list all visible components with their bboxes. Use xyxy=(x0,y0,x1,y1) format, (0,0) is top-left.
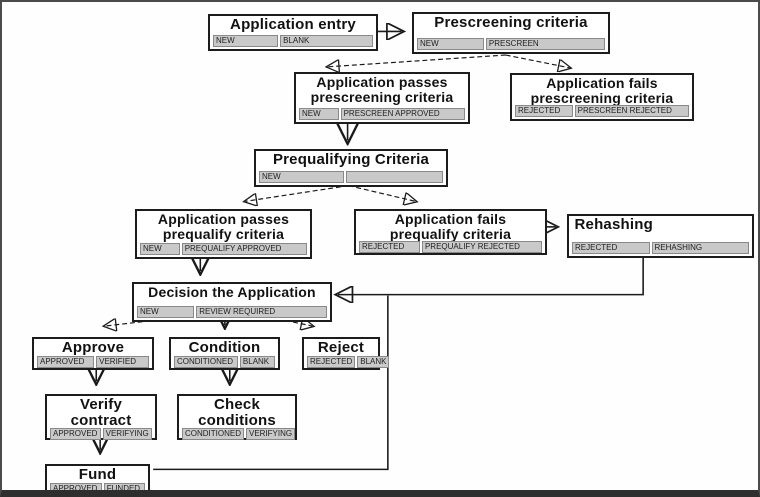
edge-decision-to-reject xyxy=(269,316,312,326)
node-passes-prescreening: Application passes prescreening criteria… xyxy=(294,72,470,124)
node-title: Fund xyxy=(78,466,117,483)
status-cell: REJECTED xyxy=(307,355,356,368)
status-cell: VERIFYING xyxy=(246,428,296,441)
status-cell: NEW xyxy=(213,35,279,47)
edge-prescreening-to-passes xyxy=(328,54,506,67)
node-title: Application fails prescreening criteria xyxy=(530,75,674,106)
node-title: Check conditions xyxy=(198,396,276,429)
status-row: NEW REVIEW REQUIRED xyxy=(137,306,327,318)
edge-fund-feedback-to-decision xyxy=(153,295,389,471)
status-row: NEW PRESCREEN APPROVED xyxy=(299,108,465,120)
node-title: Application passes prequalify criteria xyxy=(157,211,290,242)
status-cell: NEW xyxy=(137,306,195,318)
status-cell: PRESCREEN REJECTED xyxy=(574,105,689,118)
status-cell: CONDITIONED xyxy=(174,355,238,368)
status-row: APPROVED FUNDED xyxy=(50,482,145,490)
status-cell xyxy=(346,171,443,183)
node-verify-contract: Verify contract APPROVED VERIFYING xyxy=(45,394,157,441)
status-cell: REVIEW REQUIRED xyxy=(196,306,327,318)
node-check-conditions: Check conditions CONDITIONED VERIFYING xyxy=(177,394,297,441)
status-cell: PRESCREEN APPROVED xyxy=(340,108,465,120)
node-title: Decision the Application xyxy=(148,284,316,300)
status-cell: NEW xyxy=(140,243,180,255)
status-cell: VERIFYING xyxy=(102,428,152,441)
status-row: NEW BLANK xyxy=(213,35,373,47)
status-cell: APPROVED xyxy=(50,482,102,490)
node-fails-prequalify: Application fails prequalify criteria RE… xyxy=(354,209,547,255)
status-cell: PREQUALIFY REJECTED xyxy=(421,241,542,254)
status-row: REJECTED PRESCREEN REJECTED xyxy=(515,105,689,118)
status-cell: APPROVED xyxy=(50,428,101,441)
node-title: Application entry xyxy=(230,16,356,33)
node-rehashing: Rehashing REJECTED REHASHING xyxy=(567,214,754,258)
status-row: CONDITIONED VERIFYING xyxy=(182,428,296,441)
status-cell: NEW xyxy=(417,38,484,50)
status-row: APPROVED VERIFYING xyxy=(50,428,152,441)
status-cell: REHASHING xyxy=(651,242,749,254)
node-prescreening-criteria: Prescreening criteria NEW PRESCREEN xyxy=(412,12,610,54)
node-title: Rehashing xyxy=(574,216,653,233)
status-row: REJECTED BLANK xyxy=(307,355,390,368)
node-fund: Fund APPROVED FUNDED xyxy=(45,464,150,490)
edge-prescreening-to-fails xyxy=(505,54,570,68)
status-row: REJECTED PREQUALIFY REJECTED xyxy=(359,241,542,254)
status-cell: NEW xyxy=(259,171,345,183)
status-row: NEW PRESCREEN xyxy=(417,38,605,50)
node-title: Approve xyxy=(61,339,125,356)
node-fails-prescreening: Application fails prescreening criteria … xyxy=(510,73,694,121)
node-prequalifying-criteria: Prequalifying Criteria NEW xyxy=(254,149,448,187)
status-cell: PREQUALIFY APPROVED xyxy=(181,243,307,255)
status-row: CONDITIONED BLANK xyxy=(174,355,275,368)
node-reject: Reject REJECTED BLANK xyxy=(302,337,390,370)
node-title: Prescreening criteria xyxy=(434,14,588,31)
status-cell: PRESCREEN xyxy=(485,38,605,50)
node-title: Prequalifying Criteria xyxy=(272,151,430,168)
edge-decision-to-approve xyxy=(105,316,182,326)
node-approve: Approve APPROVED VERIFIED xyxy=(32,337,154,370)
node-condition: Condition CONDITIONED BLANK xyxy=(169,337,280,370)
status-cell: CONDITIONED xyxy=(182,428,244,441)
node-title: Reject xyxy=(317,339,365,356)
status-cell: REJECTED xyxy=(359,241,420,254)
node-decision: Decision the Application NEW REVIEW REQU… xyxy=(132,282,332,322)
edge-rehashing-to-decision xyxy=(338,254,644,294)
status-cell: BLANK xyxy=(239,355,275,368)
status-cell: REJECTED xyxy=(572,242,650,254)
node-title: Verify contract xyxy=(70,396,132,429)
status-row: APPROVED VERIFIED xyxy=(37,355,149,368)
node-title: Application passes prescreening criteria xyxy=(310,74,454,105)
status-row: NEW xyxy=(259,171,443,183)
status-cell: VERIFIED xyxy=(96,355,149,368)
edge-prequalifying-to-passes xyxy=(245,185,349,202)
node-title: Condition xyxy=(188,339,261,356)
status-cell: REJECTED xyxy=(515,105,573,118)
node-title: Application fails prequalify criteria xyxy=(389,211,512,242)
edge-prequalifying-to-fails xyxy=(348,185,416,202)
status-cell: FUNDED xyxy=(103,482,145,490)
status-cell: APPROVED xyxy=(37,355,95,368)
node-application-entry: Application entry NEW BLANK xyxy=(208,14,378,51)
status-cell: BLANK xyxy=(280,35,373,47)
node-passes-prequalify: Application passes prequalify criteria N… xyxy=(135,209,312,259)
status-row: REJECTED REHASHING xyxy=(572,242,749,254)
status-row: NEW PREQUALIFY APPROVED xyxy=(140,243,307,255)
status-cell: BLANK xyxy=(357,355,390,368)
status-cell: NEW xyxy=(299,108,339,120)
